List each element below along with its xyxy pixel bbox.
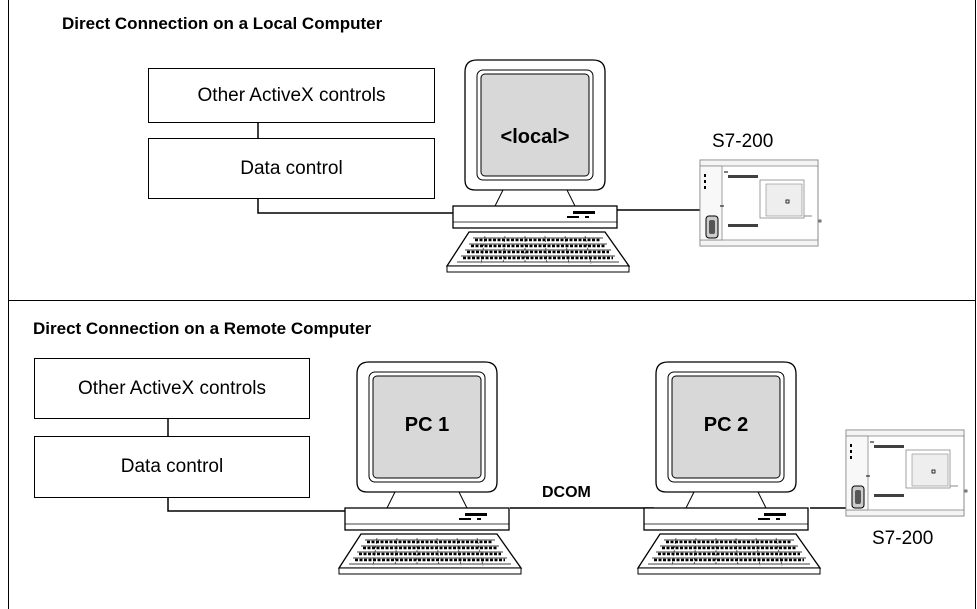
remote-other-activex-controls-box: Other ActiveX controls (34, 358, 310, 419)
remote-connection-title: Direct Connection on a Remote Computer (33, 319, 372, 338)
pc1-screen-label: PC 1 (404, 414, 450, 436)
data-control-box: Data control (148, 138, 435, 199)
plc-label-top: S7-200 (712, 131, 774, 152)
pc2-screen-label: PC 2 (703, 414, 749, 436)
local-connection-title: Direct Connection on a Local Computer (62, 14, 383, 33)
other-activex-controls-box: Other ActiveX controls (148, 68, 435, 123)
remote-connection-panel (8, 300, 976, 609)
plc-label-bottom: S7-200 (872, 528, 934, 549)
local-computer-screen-label: <local> (500, 126, 570, 148)
dcom-link-label: DCOM (542, 484, 591, 501)
remote-data-control-box: Data control (34, 436, 310, 498)
